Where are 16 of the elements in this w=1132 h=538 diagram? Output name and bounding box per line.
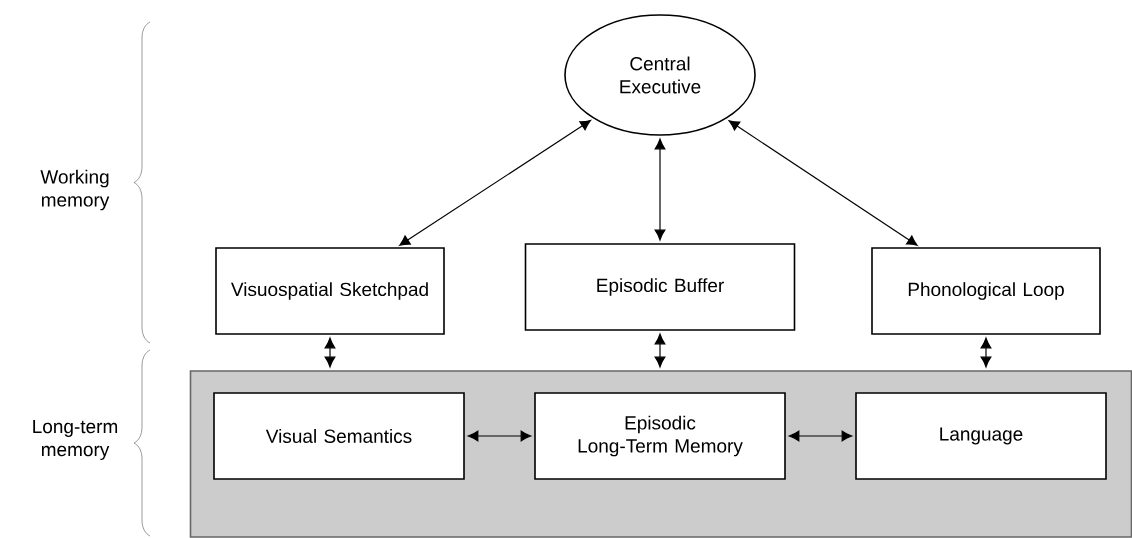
component-box: Episodic Buffer [524,243,796,331]
component-box: Language [855,392,1107,480]
side-label: Long-term memory [33,420,118,460]
arrow [980,337,992,368]
arrow [788,430,853,442]
arrow [728,120,918,246]
arrow [324,337,336,368]
component-box: Visual Semantics [213,392,465,480]
arrow [467,430,532,442]
component-box: Phonological Loop [871,247,1101,335]
arrow [654,333,666,368]
component-box: Visuospatial Sketchpad [215,247,445,335]
component-box: Episodic Long-Term Memory [534,392,786,480]
side-label: Working memory [40,169,110,211]
arrow [654,138,666,241]
arrow [399,119,591,246]
